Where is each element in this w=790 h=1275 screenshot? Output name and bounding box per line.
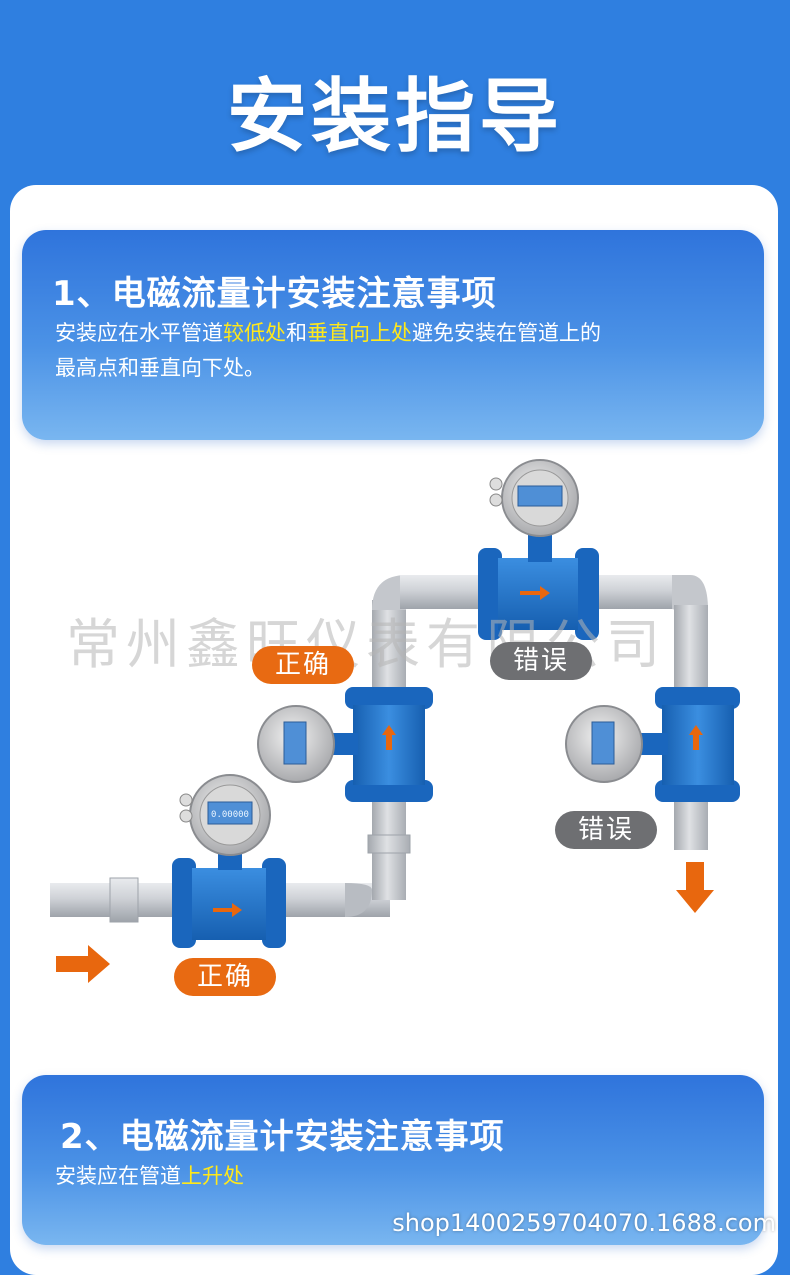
label-wrong-top: 错误 (490, 642, 592, 680)
section-1-body: 安装应在水平管道较低处和垂直向上处避免安装在管道上的 最高点和垂直向下处。 (55, 316, 735, 386)
section-1-card: 1、电磁流量计安装注意事项 安装应在水平管道较低处和垂直向上处避免安装在管道上的… (22, 230, 764, 440)
section-1-text: 避免安装在管道上的 (412, 321, 601, 345)
section-2-text: 安装应在管道 (55, 1164, 181, 1188)
page-title: 安装指导 (227, 70, 563, 163)
label-correct-riser: 正确 (252, 646, 354, 684)
flowmeter-top-horizontal (478, 459, 599, 640)
pipe-diagram-svg: 0.00000 (50, 459, 740, 983)
flow-in-arrow (56, 945, 110, 983)
highlight-rising-section: 上升处 (181, 1164, 244, 1188)
section-2-title: 2、电磁流量计安装注意事项 (60, 1117, 505, 1157)
section-1-text: 安装应在水平管道 (55, 321, 223, 345)
flowmeter-vertical-downpipe (565, 687, 740, 802)
installation-diagram: 0.00000 (0, 450, 790, 1060)
section-1-text: 最高点和垂直向下处。 (55, 356, 265, 380)
section-1-title: 1、电磁流量计安装注意事项 (52, 274, 497, 314)
label-wrong-downpipe: 错误 (555, 811, 657, 849)
highlight-lower-position: 较低处 (223, 321, 286, 345)
flowmeter-vertical-riser (257, 687, 433, 802)
section-2-card: 2、电磁流量计安装注意事项 安装应在管道上升处 (22, 1075, 764, 1245)
highlight-vertical-up: 垂直向上处 (307, 321, 412, 345)
label-correct-horizontal: 正确 (174, 958, 276, 996)
section-2-body: 安装应在管道上升处 (55, 1159, 735, 1194)
flowmeter-bottom-left: 0.00000 (172, 774, 286, 948)
flow-out-arrow (676, 862, 714, 913)
shop-url: shop1400259704070.1688.com (392, 1209, 776, 1237)
section-1-text: 和 (286, 321, 307, 345)
meter-display-text: 0.00000 (211, 810, 249, 820)
